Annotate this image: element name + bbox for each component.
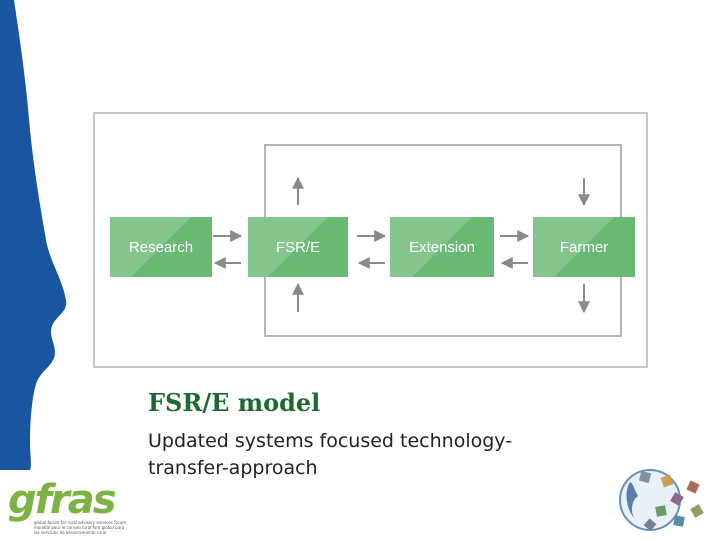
gfras-logo-mark: gfras: [8, 477, 117, 523]
node-fsre-label: FSR/E: [275, 238, 321, 256]
gfras-logo: gfras global forum for rural advisory se…: [8, 477, 127, 535]
node-farmer-label: Farmer: [559, 238, 609, 256]
node-extension: Extension: [390, 217, 494, 277]
slide-title: FSR/E model: [148, 388, 321, 417]
node-research: Research: [110, 217, 212, 277]
face-profile-silhouette: [0, 0, 67, 470]
gfras-logo-tagline: global forum for rural advisory services…: [34, 520, 127, 535]
node-farmer: Farmer: [533, 217, 635, 277]
node-extension-label: Extension: [409, 238, 475, 256]
node-research-label: Research: [128, 238, 194, 256]
slide-body-text: Updated systems focused technology-trans…: [148, 430, 513, 479]
globe-puzzle-icon: [619, 469, 704, 532]
node-fsre: FSR/E: [248, 217, 348, 277]
